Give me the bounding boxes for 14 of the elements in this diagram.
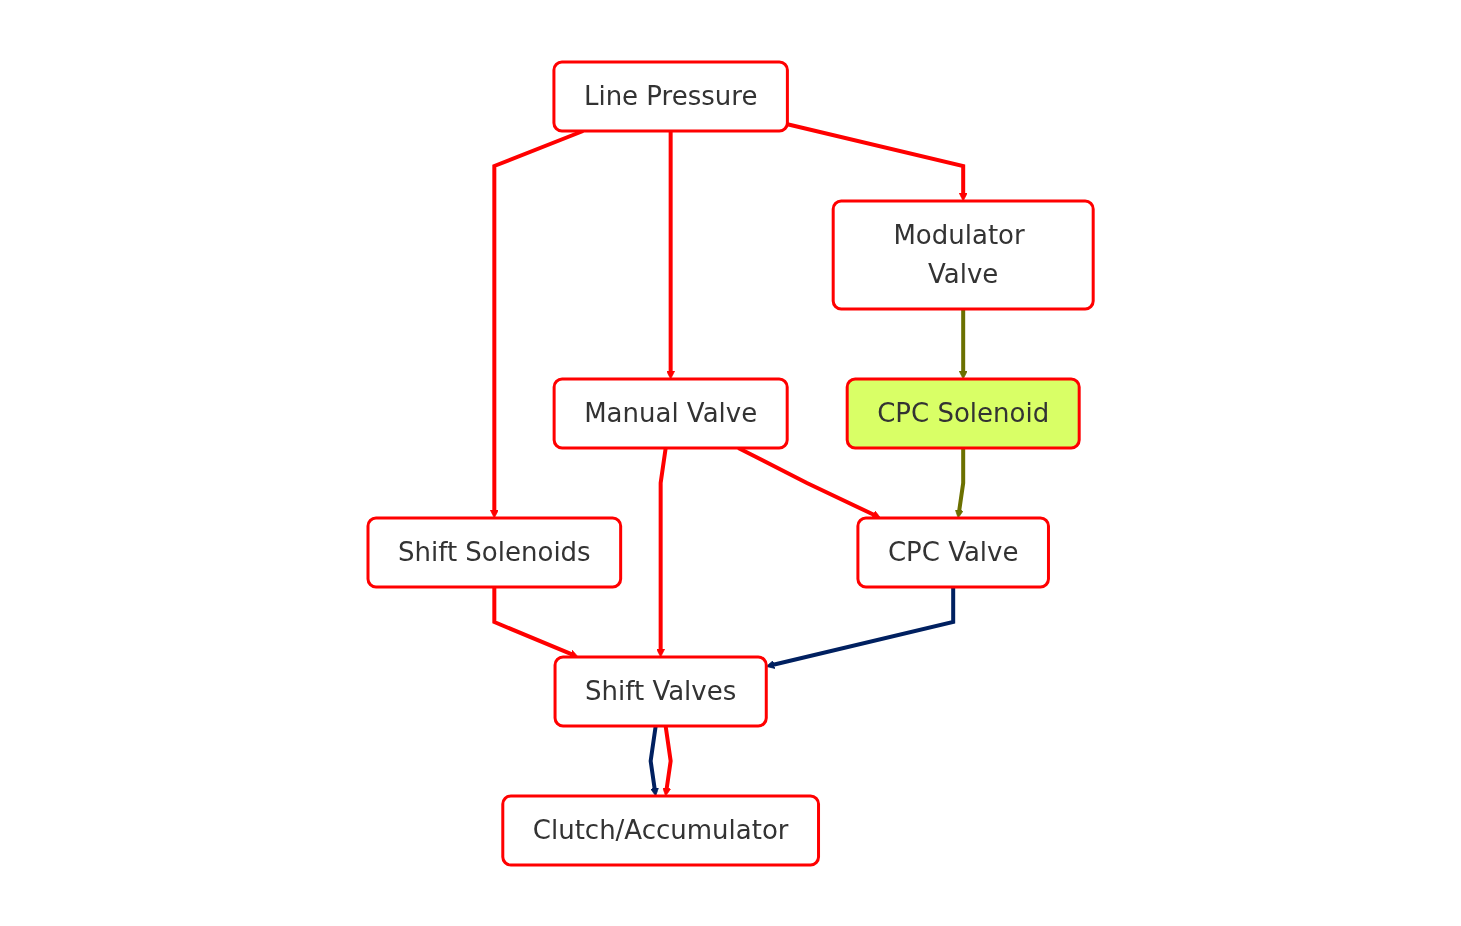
arrow <box>954 447 966 518</box>
node-box: Clutch/Accumulator <box>501 794 820 866</box>
node-box: CPC Valve <box>856 516 1050 588</box>
node-box: Line Pressure <box>552 60 789 132</box>
arrow <box>958 308 968 379</box>
node-box: Manual Valve <box>552 377 789 449</box>
node-box: Shift Solenoids <box>366 516 623 588</box>
node-box: Modulator Valve <box>831 199 1095 310</box>
arrow <box>666 130 675 379</box>
arrow <box>656 447 668 657</box>
node-box: CPC Solenoid <box>845 377 1081 449</box>
node-box: Shift Valves <box>553 655 768 727</box>
arrow <box>648 725 659 796</box>
arrow <box>662 725 673 796</box>
